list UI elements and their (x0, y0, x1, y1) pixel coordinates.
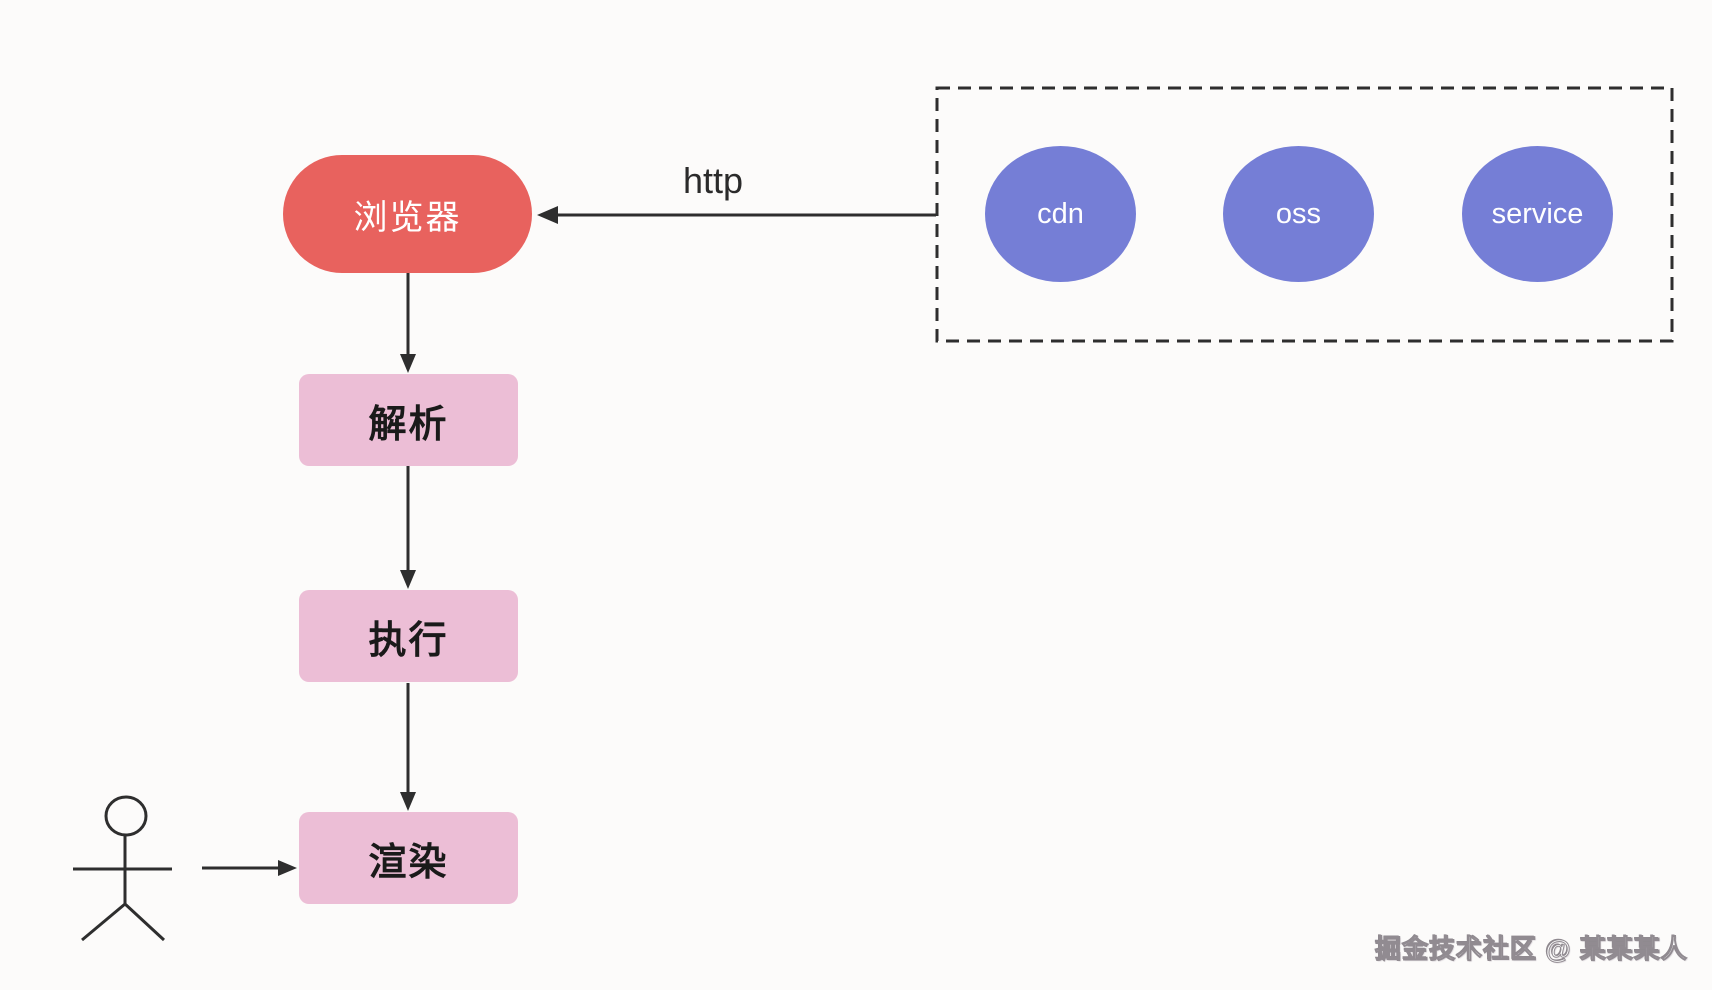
watermark-text: 掘金技术社区 @ 某某某人 (1375, 934, 1688, 965)
node-service: service (1462, 146, 1613, 282)
node-cdn-label: cdn (1037, 197, 1084, 230)
http-edge-arrow (537, 206, 936, 224)
flow-arrow-parse-execute (400, 466, 416, 589)
node-service-label: service (1491, 197, 1584, 230)
http-edge-label: http (682, 160, 744, 201)
server-group-boundary (935, 86, 1674, 343)
node-browser: 浏览器 (283, 155, 532, 273)
node-browser-label: 浏览器 (353, 198, 462, 237)
stick-figure-icon (73, 795, 172, 942)
flow-arrow-execute-render (400, 683, 416, 811)
flow-arrow-browser-parse (400, 272, 416, 373)
node-cdn: cdn (985, 146, 1136, 282)
node-execute: 执行 (299, 590, 518, 682)
node-parse: 解析 (299, 374, 518, 466)
node-render: 渲染 (299, 812, 518, 904)
actor-arrow-render (202, 860, 297, 876)
node-execute-label: 执行 (368, 619, 449, 662)
node-oss: oss (1223, 146, 1374, 282)
node-parse-label: 解析 (368, 403, 449, 446)
node-render-label: 渲染 (368, 841, 449, 884)
node-oss-label: oss (1275, 197, 1322, 230)
